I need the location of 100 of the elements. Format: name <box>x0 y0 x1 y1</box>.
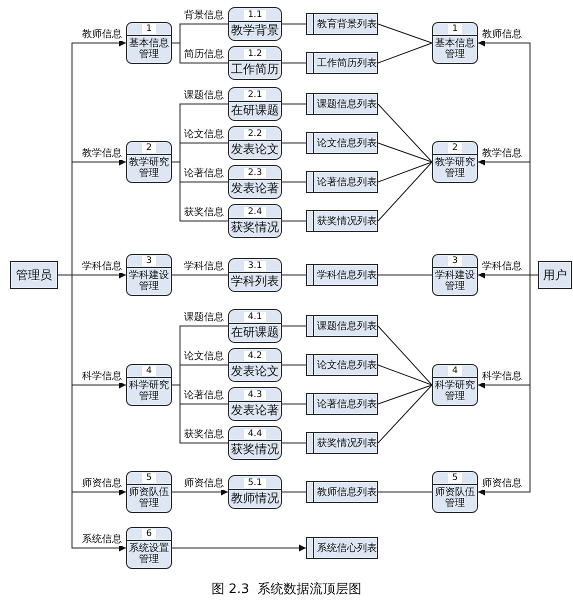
process-box <box>126 141 172 183</box>
data-store: 教育背景列表 <box>306 13 378 35</box>
process-name: 发表论著 <box>230 180 280 196</box>
connector-line <box>378 42 432 64</box>
process-number: 4.2 <box>244 350 266 360</box>
subprocess-box <box>228 165 282 199</box>
process-number: 1 <box>142 24 156 34</box>
data-store: 论著信息列表 <box>306 393 378 415</box>
edge-label: 师资信息 <box>82 478 122 490</box>
process-box <box>432 22 478 64</box>
process-number: 4 <box>448 366 462 376</box>
process-number: 2.2 <box>244 128 266 138</box>
connector-line <box>378 104 432 162</box>
process-name: 科学研究管理 <box>128 378 170 402</box>
process-name: 工作简历 <box>230 61 280 76</box>
process-name: 获奖情况 <box>230 441 280 456</box>
connector-line <box>378 364 432 386</box>
edge-label: 学科信息 <box>82 261 122 273</box>
edge-label: 教师信息 <box>82 29 122 41</box>
data-store: 学科信息列表 <box>306 264 378 286</box>
data-store: 课题信息列表 <box>306 315 378 337</box>
data-store: 课题信息列表 <box>306 93 378 115</box>
process-name: 发表论文 <box>230 141 280 156</box>
connector-line <box>378 162 432 182</box>
subprocess-box <box>228 348 282 382</box>
connector-line <box>282 364 306 366</box>
process-number: 4.1 <box>244 312 266 322</box>
process-number: 5 <box>448 473 462 483</box>
connector-line <box>378 384 432 404</box>
process-name: 教学研究管理 <box>128 156 170 179</box>
data-store: 论文信息列表 <box>306 354 378 376</box>
edge-label: 教学信息 <box>482 148 522 160</box>
process-box <box>126 364 172 406</box>
process-name: 发表论文 <box>230 363 280 378</box>
data-store: 获奖情况列表 <box>306 210 378 232</box>
process-number: 3 <box>448 256 462 266</box>
data-store: 工作简历列表 <box>306 52 378 74</box>
process-name: 学科列表 <box>230 273 280 288</box>
data-store: 论著信息列表 <box>306 171 378 193</box>
process-name: 师资队伍管理 <box>128 486 170 509</box>
process-box <box>432 254 478 296</box>
process-number: 1 <box>448 24 462 34</box>
connector-line <box>378 384 432 444</box>
process-number: 3.1 <box>244 260 266 270</box>
edge-label: 教学信息 <box>82 148 122 160</box>
process-number: 6 <box>142 529 156 539</box>
process-number: 2 <box>448 143 462 153</box>
process-number: 5 <box>142 473 156 483</box>
process-name: 基本信息管理 <box>128 36 170 60</box>
connector-line <box>282 274 306 276</box>
connector-line <box>282 142 306 144</box>
process-name: 教学背景 <box>230 22 280 38</box>
connector-line <box>378 142 432 162</box>
arrow <box>172 488 228 496</box>
process-number: 2 <box>142 143 156 153</box>
process-box <box>432 471 478 513</box>
connector-line <box>172 42 228 64</box>
process-name: 教学研究管理 <box>434 156 476 179</box>
connector-line <box>378 274 432 276</box>
subprocess-box <box>228 46 282 80</box>
process-name: 发表论著 <box>230 402 280 418</box>
edge-label: 科学信息 <box>82 371 122 383</box>
edge-label: 教师信息 <box>482 29 522 41</box>
edge-label: 学科信息 <box>184 261 224 273</box>
edge-label: 系统信息 <box>82 534 122 546</box>
process-box <box>126 22 172 64</box>
process-name: 学科建设管理 <box>434 268 476 292</box>
process-name: 获奖情况 <box>230 219 280 234</box>
subprocess-box <box>228 7 282 41</box>
process-name: 师资队伍管理 <box>434 486 476 509</box>
data-store: 论文信息列表 <box>306 132 378 154</box>
subprocess-box <box>228 87 282 121</box>
entity-box: 管理员 <box>10 261 58 289</box>
edge-label: 简历信息 <box>184 49 224 61</box>
process-name: 学科建设管理 <box>128 268 170 292</box>
process-number: 4.4 <box>244 428 266 438</box>
process-name: 教师情况 <box>230 490 280 506</box>
edge-label: 师资信息 <box>482 478 522 490</box>
edge-label: 科学信息 <box>482 371 522 383</box>
subprocess-box <box>228 426 282 460</box>
edge-label: 论著信息 <box>184 168 224 180</box>
process-name: 在研课题 <box>230 324 280 340</box>
connector-line <box>378 162 432 222</box>
process-box <box>432 364 478 406</box>
edge-label: 学科信息 <box>482 261 522 273</box>
connector-line <box>172 162 228 222</box>
data-store: 系统信心列表 <box>306 537 378 559</box>
process-box <box>126 254 172 296</box>
process-box <box>126 471 172 513</box>
process-box <box>432 141 478 183</box>
process-number: 3 <box>142 256 156 266</box>
connector-line <box>378 326 432 386</box>
connector-line <box>378 24 432 44</box>
process-number: 2.1 <box>244 90 266 100</box>
edge-label: 论文信息 <box>184 129 224 141</box>
process-box <box>126 527 172 569</box>
edge-label: 获奖信息 <box>184 207 224 219</box>
edge-label: 背景信息 <box>184 10 224 22</box>
subprocess-box <box>228 126 282 160</box>
process-number: 4 <box>142 366 156 376</box>
